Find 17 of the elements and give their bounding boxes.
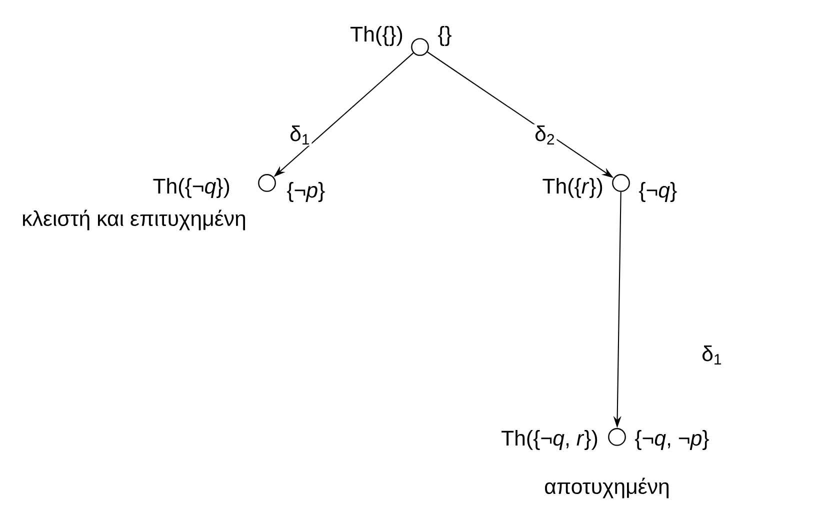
node-label: Th({¬q, r}) xyxy=(502,430,598,450)
edge-label: δ$_{1}$ xyxy=(290,126,310,144)
node-label: {¬q} xyxy=(638,182,677,202)
node-label: Th({}) xyxy=(350,26,402,46)
node-label: {¬p} xyxy=(286,182,325,202)
node-label: κλειστή και επιτυχημένη xyxy=(23,210,246,230)
circle-node xyxy=(411,38,429,56)
node-label: {¬q, ¬p} xyxy=(634,430,709,450)
node-label: Th({¬q}) xyxy=(153,178,230,198)
circle-node xyxy=(612,174,630,192)
node-label: Th({r}) xyxy=(542,178,602,198)
edge-label: δ$_{1}$ xyxy=(702,346,722,364)
circle-node xyxy=(608,428,626,446)
node-label: {} xyxy=(438,26,452,46)
node-label: αποτυχημένη xyxy=(545,478,669,498)
circle-node xyxy=(258,174,276,192)
edge-label: δ$_{2}$ xyxy=(535,126,554,144)
